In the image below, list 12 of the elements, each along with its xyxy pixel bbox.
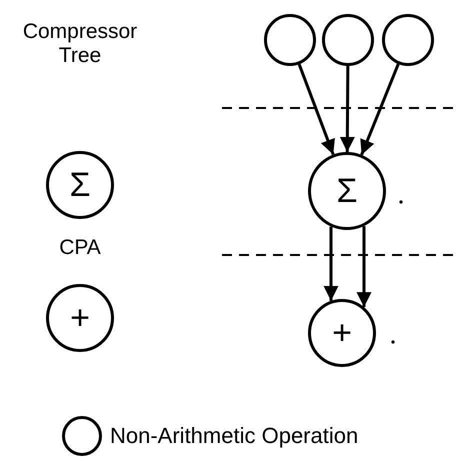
arrow [324,226,338,301]
arrow [298,64,335,156]
arrow [356,226,372,308]
operator-symbol: Σ [336,174,358,208]
legend-text: Non-Arithmetic Operation [110,423,358,449]
arrow [340,66,355,152]
operator-symbol: Σ [69,168,91,202]
stage-heading: CPA [58,236,102,260]
stage-heading: Compressor Tree [22,20,138,68]
operator-symbol: + [70,301,90,335]
operator-symbol: + [332,316,352,350]
arrow [360,64,400,156]
